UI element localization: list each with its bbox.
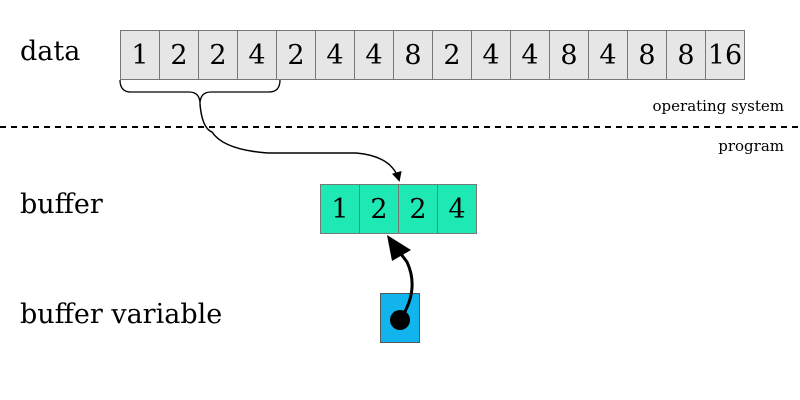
pointer-dot [390, 310, 410, 330]
data-cell: 2 [432, 30, 472, 80]
buffer-variable-box [380, 293, 420, 343]
data-cell: 8 [393, 30, 433, 80]
data-array: 1 2 2 4 2 4 4 8 2 4 4 8 4 8 8 16 [120, 30, 745, 80]
program-label: program [718, 137, 784, 155]
data-cell: 4 [354, 30, 394, 80]
data-cell: 4 [588, 30, 628, 80]
buffer-variable-label: buffer variable [20, 299, 223, 330]
buffer-cell: 1 [320, 184, 360, 234]
buffer-cell: 2 [398, 184, 438, 234]
pointer-arrowhead [387, 235, 411, 261]
data-cell: 16 [705, 30, 745, 80]
buffer-array: 1 2 2 4 [320, 184, 477, 234]
copy-arrow [199, 103, 402, 182]
data-cell: 8 [666, 30, 706, 80]
operating-system-label: operating system [652, 97, 784, 115]
buffer-cell: 4 [437, 184, 477, 234]
data-cell: 8 [549, 30, 589, 80]
data-cell: 2 [159, 30, 199, 80]
brace [119, 79, 281, 105]
buffer-label: buffer [20, 189, 103, 220]
data-label: data [20, 36, 81, 67]
data-cell: 4 [315, 30, 355, 80]
data-cell: 4 [471, 30, 511, 80]
